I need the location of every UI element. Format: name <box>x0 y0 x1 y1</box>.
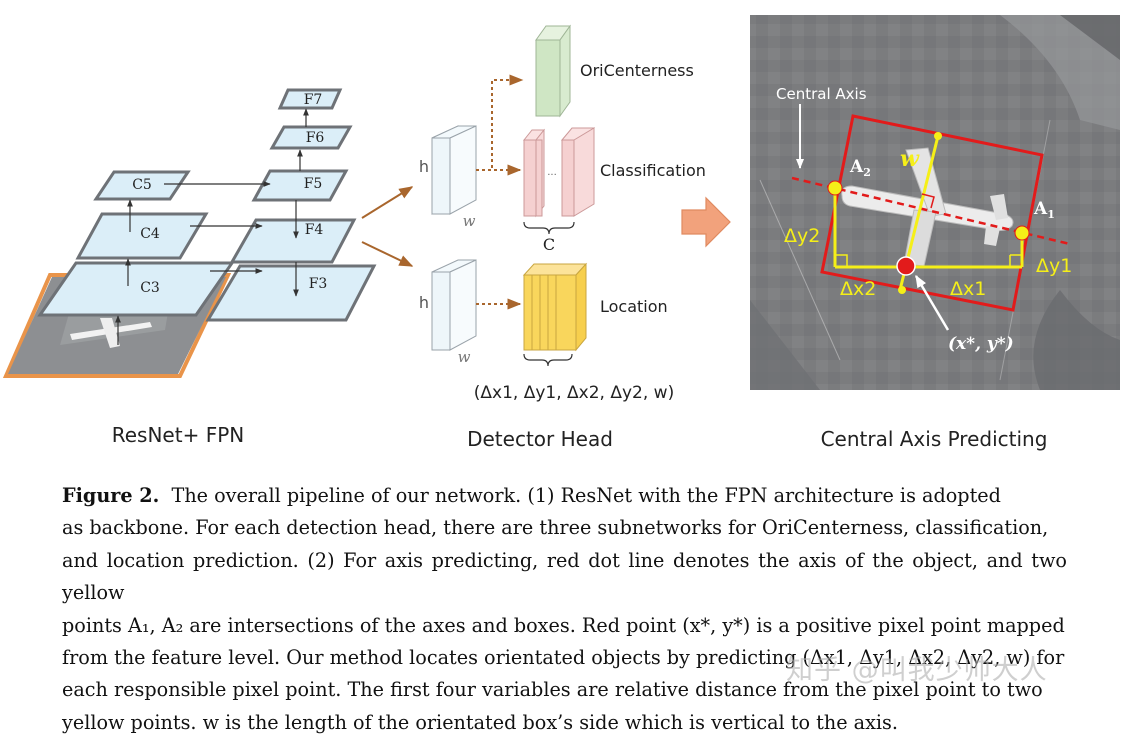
classification-block <box>522 127 596 218</box>
a2-label: A2 <box>849 157 871 179</box>
caption-line-4: points A₁, A₂ are intersections of the a… <box>62 613 1065 637</box>
pixel-point-label: (x*, y*) <box>948 334 1014 354</box>
w-bottom-point <box>898 286 906 294</box>
classification-dots: ... <box>547 167 557 178</box>
caption-line-2: as backbone. For each detection head, th… <box>62 516 1049 540</box>
caption-line-6: each responsible pixel point. The first … <box>62 678 1043 702</box>
oricenterness-block <box>535 24 571 118</box>
c4-label: C4 <box>140 226 160 242</box>
figure-label: Figure 2. <box>62 484 160 507</box>
location-vector: (Δx1, Δy1, Δx2, Δy2, w) <box>474 383 674 403</box>
central-axis-panel: Central Axis w A2 A1 Δy2 Δy1 Δx2 Δx1 (x*… <box>750 15 1120 451</box>
lower-w-label: w <box>458 348 471 366</box>
f3-label: F3 <box>309 276 328 292</box>
airplane-thumbnail <box>70 318 152 348</box>
f7-label: F7 <box>304 92 323 108</box>
classification-c-label: C <box>543 235 555 254</box>
f7-layer <box>277 88 343 110</box>
dx2-label: Δx2 <box>840 278 876 300</box>
pipeline-arrow-icon <box>681 196 731 248</box>
location-label: Location <box>600 297 668 316</box>
head-tensor-lower <box>431 259 477 351</box>
c5-label: C5 <box>132 177 152 193</box>
c3-layer <box>37 261 235 317</box>
a2-point <box>827 180 843 196</box>
central-axis-label: Central Axis <box>776 85 867 103</box>
detector-head-diagram: h w h w OriCenterness <box>361 24 706 451</box>
head-tensor-upper <box>431 125 477 215</box>
central-axis-title: Central Axis Predicting <box>821 427 1048 451</box>
f6-layer <box>269 125 353 150</box>
c3-label: C3 <box>140 280 160 296</box>
oriented-bounding-box <box>820 114 1044 312</box>
upper-w-label: w <box>463 212 476 230</box>
c4-layer <box>75 212 209 260</box>
f3-layer <box>205 264 377 322</box>
pipeline-figure: C3 C4 C5 F3 F4 F5 F6 F7 ResNet+ FPN <box>2 15 1120 451</box>
f4-label: F4 <box>305 222 324 238</box>
f5-layer <box>251 169 349 202</box>
c5-layer <box>93 170 191 201</box>
pixel-point <box>896 256 916 276</box>
dx1-label: Δx1 <box>950 278 986 300</box>
classification-label: Classification <box>600 161 706 180</box>
backbone-diagram: C3 C4 C5 F3 F4 F5 F6 F7 ResNet+ FPN <box>2 88 377 447</box>
caption-line-1: The overall pipeline of our network. (1)… <box>171 484 1001 507</box>
detector-head-title: Detector Head <box>467 427 613 451</box>
watermark: 知乎 @叫我少帅大人 <box>786 655 1048 686</box>
oricenterness-label: OriCenterness <box>580 61 694 80</box>
f4-layer <box>229 218 357 264</box>
a1-point <box>1014 225 1030 241</box>
dy1-label: Δy1 <box>1036 255 1072 277</box>
pixel-point-pointer <box>914 274 950 331</box>
caption-line-3: and location prediction. (2) For axis pr… <box>62 548 1067 605</box>
lower-h-label: h <box>419 293 429 312</box>
backbone-title: ResNet+ FPN <box>112 423 244 447</box>
location-block <box>522 262 588 352</box>
dy2-label: Δy2 <box>784 225 820 247</box>
a1-label: A1 <box>1033 199 1055 221</box>
caption-line-5: from the feature level. Our method locat… <box>62 646 1065 670</box>
upper-h-label: h <box>419 157 429 176</box>
classification-brace <box>523 221 575 235</box>
figure-caption: Figure 2. The overall pipeline of our ne… <box>62 480 1067 739</box>
f6-label: F6 <box>306 130 325 146</box>
w-label: w <box>900 146 920 172</box>
f5-label: F5 <box>304 176 323 192</box>
w-top-point <box>934 132 942 140</box>
location-brace <box>523 353 573 367</box>
